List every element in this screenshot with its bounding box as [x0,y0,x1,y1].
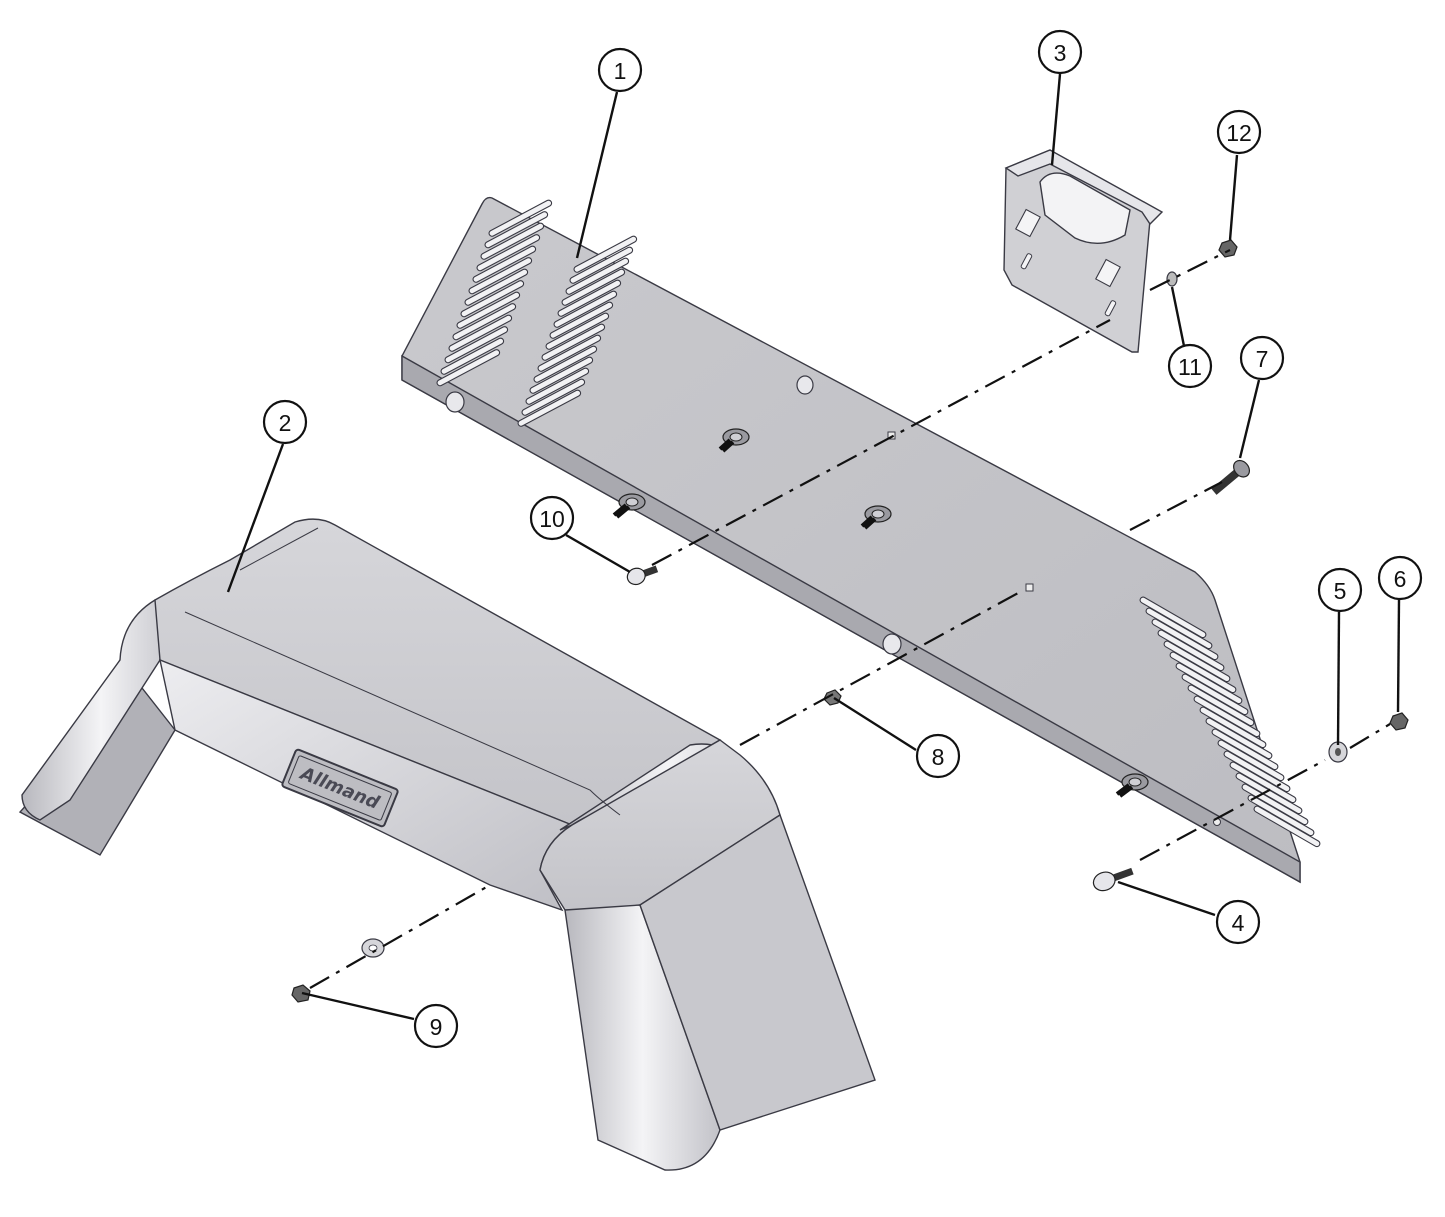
callout-number: 4 [1232,910,1245,936]
vent-slot [569,246,634,284]
vent-slot [557,279,622,317]
vent-slot [517,389,582,427]
stud-icon [860,505,892,530]
panel-square-hole [1025,583,1034,592]
callout-5: 5 [1317,567,1363,613]
vent-slot [541,323,606,361]
callout-circle [413,1003,459,1049]
panel-hole [445,391,465,413]
vent-slot [464,268,529,306]
callout-circle [1037,29,1083,75]
vent-slot [1253,805,1321,848]
panel-hole [796,375,814,395]
vent-slot [452,303,517,341]
washer-part-11 [1166,271,1178,287]
allmand-logo: Allmand [281,748,399,828]
callout-11: 11 [1167,343,1213,389]
callout-number: 10 [539,506,565,532]
callout-3: 3 [1037,29,1083,75]
callout-8: 8 [915,733,961,779]
vent-slot [476,234,541,272]
vent-slot [468,257,533,295]
vent-slot [521,378,586,416]
callout-7: 7 [1239,335,1285,381]
callout-circle [529,495,575,541]
callout-circle [1317,567,1363,613]
nut-part-9 [291,984,311,1003]
callout-12: 12 [1216,109,1262,155]
vent-slot [537,334,602,372]
vent-slot [448,314,513,352]
nut-part-6 [1389,712,1409,731]
stud-icon [612,493,646,519]
vent-slot [436,349,501,387]
washer-part-9a [361,938,385,958]
vent-slot [561,268,626,306]
callout-circle [1377,555,1423,601]
callout-number: 1 [614,58,627,84]
vent-slot [553,290,618,328]
vent-slot [456,291,521,329]
callout-circle [1167,343,1213,389]
callout-number: 5 [1334,578,1347,604]
callout-number: 12 [1226,120,1252,146]
vent-slot [488,199,553,237]
callout-4: 4 [1215,899,1261,945]
callout-2: 2 [262,399,308,445]
callout-number: 6 [1394,566,1407,592]
vent-slots-right [517,235,1321,848]
callout-circle [1216,109,1262,155]
panel-hole [882,633,902,655]
vent-slot [472,245,537,283]
leader-lines [226,73,1401,1021]
callout-number: 8 [932,744,945,770]
bolt-part-7 [1211,459,1251,495]
nut-part-12 [1218,239,1238,258]
callout-number: 7 [1256,346,1269,372]
vent-slot [484,211,549,249]
callout-number: 3 [1054,40,1067,66]
vent-slot [460,280,525,318]
callout-1: 1 [597,47,643,93]
callout-circle [597,47,643,93]
bolt-part-10 [626,565,659,586]
callout-6: 6 [1377,555,1423,601]
callout-circle [1215,899,1261,945]
vent-slot [529,356,594,394]
callout-circle [915,733,961,779]
vent-slot [525,367,590,405]
panel-part [401,196,1321,884]
fender-part: Allmand [18,518,876,1171]
vent-slot [565,257,630,295]
panel-square-hole [887,431,896,440]
vent-slot [545,312,610,350]
stud-icon [1115,773,1149,798]
vent-slot [573,235,638,273]
vent-slot [440,337,505,375]
callout-number: 9 [430,1014,443,1040]
callout-9: 9 [413,1003,459,1049]
bolt-part-4 [1092,867,1134,892]
vent-slot [444,326,509,364]
assembly-lines [309,249,1391,989]
vent-slot [549,301,614,339]
callout-number: 2 [279,410,292,436]
stud-icon [718,428,750,453]
callout-circle [262,399,308,445]
callout-10: 10 [529,495,575,541]
callout-number: 11 [1178,354,1202,380]
callout-circle [1239,335,1285,381]
vent-slot [480,222,545,260]
vent-slot [533,345,598,383]
vent-slots-left [436,199,553,387]
bracket-part [1003,149,1164,353]
